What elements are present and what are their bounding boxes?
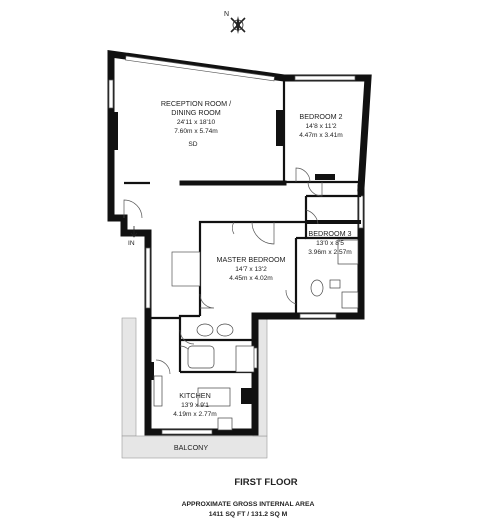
bathroom-fixtures [153,239,359,431]
entrance-marker: IN [128,226,138,247]
room-label-bedroom3: BEDROOM 3 13'0 x 8'5 3.96m x 2.57m [308,229,352,256]
windows [108,55,364,435]
bedroom2-metric: 4.47m x 3.41m [299,132,343,139]
sd-label: SD [188,141,197,148]
reception-metric: 7.60m x 5.74m [174,128,218,135]
room-label-reception: RECEPTION ROOM / DINING ROOM 24'11 x 18'… [161,99,231,148]
area-line-1: APPROXIMATE GROSS INTERNAL AREA [182,501,315,508]
master-metric: 4.45m x 4.02m [229,275,273,282]
reception-name-2: DINING ROOM [171,108,221,117]
reception-imperial: 24'11 x 18'10 [177,119,216,126]
room-label-kitchen: KITCHEN 13'9 x 9'1 4.19m x 2.77m [173,391,217,418]
kitchen-name: KITCHEN [179,391,211,400]
kitchen-imperial: 13'9 x 9'1 [181,402,209,409]
reception-name-1: RECEPTION ROOM / [161,99,231,108]
room-label-bedroom2: BEDROOM 2 14'8 x 11'2 4.47m x 3.41m [299,112,343,139]
bedroom3-metric: 3.96m x 2.57m [308,249,352,256]
master-name: MASTER BEDROOM [216,255,285,264]
bedroom3-name: BEDROOM 3 [308,229,351,238]
floor-title: FIRST FLOOR [234,477,297,488]
compass-north-label: N [224,11,229,18]
master-imperial: 14'7 x 13'2 [235,266,267,273]
entrance-label: IN [128,240,135,247]
bedroom2-name: BEDROOM 2 [299,112,342,121]
bedroom2-imperial: 14'8 x 11'2 [306,123,337,130]
interior-walls [110,78,361,404]
doors [123,167,323,375]
bedroom3-imperial: 13'0 x 8'5 [316,240,344,247]
balcony-label: BALCONY [174,443,209,452]
area-line-2: 1411 SQ FT / 131.2 SQ M [209,511,288,518]
compass-icon: N [224,11,246,34]
kitchen-metric: 4.19m x 2.77m [173,411,217,418]
room-label-master: MASTER BEDROOM 14'7 x 13'2 4.45m x 4.02m [216,255,285,282]
